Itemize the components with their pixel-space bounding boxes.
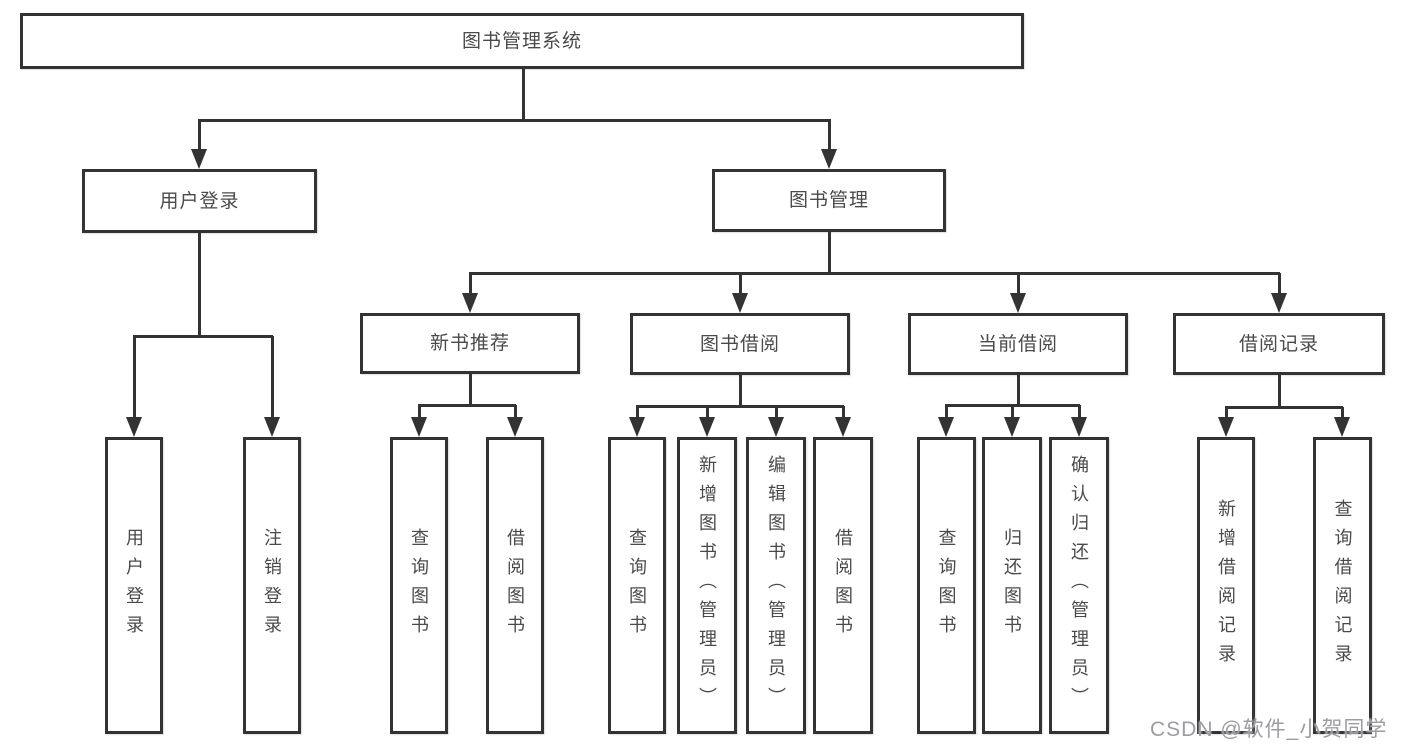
node-label: 查询图书: [936, 527, 957, 644]
node-user-login: 用户登录: [105, 437, 163, 734]
connector-line: [469, 273, 472, 295]
arrow-down-icon: [1271, 293, 1287, 313]
connector-line: [775, 406, 778, 419]
arrow-down-icon: [1334, 417, 1350, 437]
node-confirm-return-admin: 确认归还（管理员）: [1049, 437, 1109, 734]
connector-line: [842, 406, 845, 419]
node-label: 查询图书: [409, 527, 429, 644]
connector-line: [514, 405, 517, 419]
node-query-books-1: 查询图书: [390, 437, 448, 734]
node-label: 图书借阅: [699, 333, 780, 355]
connector-line: [198, 233, 201, 336]
arrow-down-icon: [126, 417, 142, 437]
node-book-management-branch: 图书管理: [712, 169, 946, 232]
node-label: 确认归还（管理员）: [1069, 455, 1089, 716]
arrow-down-icon: [1004, 417, 1020, 437]
node-label: 当前借阅: [977, 333, 1058, 355]
node-borrow-books-1: 借阅图书: [486, 437, 544, 734]
arrow-down-icon: [411, 417, 427, 437]
connector-line: [1278, 375, 1281, 407]
connector-line: [706, 406, 709, 419]
connector-line: [828, 232, 831, 273]
connector-line: [1078, 405, 1081, 419]
arrow-down-icon: [768, 417, 784, 437]
connector-line: [1341, 407, 1344, 419]
node-label: 新书推荐: [429, 333, 510, 354]
node-label: 查询借阅记录: [1332, 498, 1353, 673]
node-label: 新增图书（管理员）: [697, 455, 717, 716]
node-query-books-3: 查询图书: [917, 437, 976, 734]
node-library-management-system: 图书管理系统: [20, 13, 1024, 69]
node-label: 借阅记录: [1238, 333, 1319, 355]
arrow-down-icon: [1010, 293, 1026, 313]
node-label: 用户登录: [124, 527, 144, 644]
connector-line: [133, 336, 136, 418]
node-book-borrowing: 图书借阅: [630, 313, 850, 375]
node-user-login-branch: 用户登录: [82, 169, 317, 233]
node-add-borrow-record: 新增借阅记录: [1197, 437, 1255, 734]
node-query-borrow-record: 查询借阅记录: [1313, 437, 1372, 734]
node-query-books-2: 查询图书: [608, 437, 666, 734]
arrow-down-icon: [191, 149, 207, 169]
arrow-down-icon: [264, 417, 280, 437]
connector-line: [739, 273, 742, 295]
connector-line: [198, 120, 201, 152]
connector-line: [636, 406, 639, 419]
connector-line: [469, 374, 472, 405]
connector-line: [945, 404, 1080, 407]
node-label: 借阅图书: [833, 527, 853, 644]
connector-line: [1278, 273, 1281, 295]
connector-line: [1011, 405, 1014, 419]
node-new-book-recommendation: 新书推荐: [360, 313, 580, 374]
node-borrowing-records: 借阅记录: [1173, 313, 1385, 375]
connector-line: [739, 375, 742, 406]
connector-line: [469, 272, 1280, 275]
node-label: 用户登录: [159, 190, 240, 212]
arrow-down-icon: [1218, 417, 1234, 437]
connector-line: [271, 336, 274, 418]
node-label: 图书管理系统: [461, 30, 582, 52]
node-label: 编辑图书（管理员）: [766, 455, 786, 716]
arrow-down-icon: [699, 417, 715, 437]
connector-line: [418, 404, 516, 407]
connector-line: [1225, 406, 1343, 409]
node-return-book: 归还图书: [982, 437, 1042, 734]
node-add-book-admin: 新增图书（管理员）: [677, 437, 737, 734]
connector-line: [1225, 407, 1228, 419]
node-borrow-books-2: 借阅图书: [813, 437, 873, 734]
connector-line: [1017, 273, 1020, 295]
arrow-down-icon: [835, 417, 851, 437]
arrow-down-icon: [1071, 417, 1087, 437]
node-label: 借阅图书: [505, 527, 525, 644]
node-logout: 注销登录: [243, 437, 301, 734]
connector-line: [522, 69, 525, 120]
node-label: 图书管理: [788, 190, 869, 211]
arrow-down-icon: [732, 293, 748, 313]
node-label: 注销登录: [262, 527, 282, 644]
connector-line: [945, 405, 948, 419]
connector-line: [636, 405, 844, 408]
node-label: 归还图书: [1002, 527, 1022, 644]
node-current-borrowing: 当前借阅: [908, 313, 1128, 375]
node-label: 查询图书: [627, 527, 647, 644]
node-edit-book-admin: 编辑图书（管理员）: [746, 437, 806, 734]
watermark: CSDN @软件_小贺同学: [1150, 718, 1388, 741]
arrow-down-icon: [938, 417, 954, 437]
connector-line: [133, 335, 273, 338]
arrow-down-icon: [821, 149, 837, 169]
arrow-down-icon: [629, 417, 645, 437]
node-label: 新增借阅记录: [1216, 498, 1236, 673]
connector-line: [418, 405, 421, 419]
arrow-down-icon: [462, 293, 478, 313]
connector-line: [828, 120, 831, 152]
connector-line: [198, 119, 831, 122]
arrow-down-icon: [507, 417, 523, 437]
connector-line: [1017, 375, 1020, 405]
